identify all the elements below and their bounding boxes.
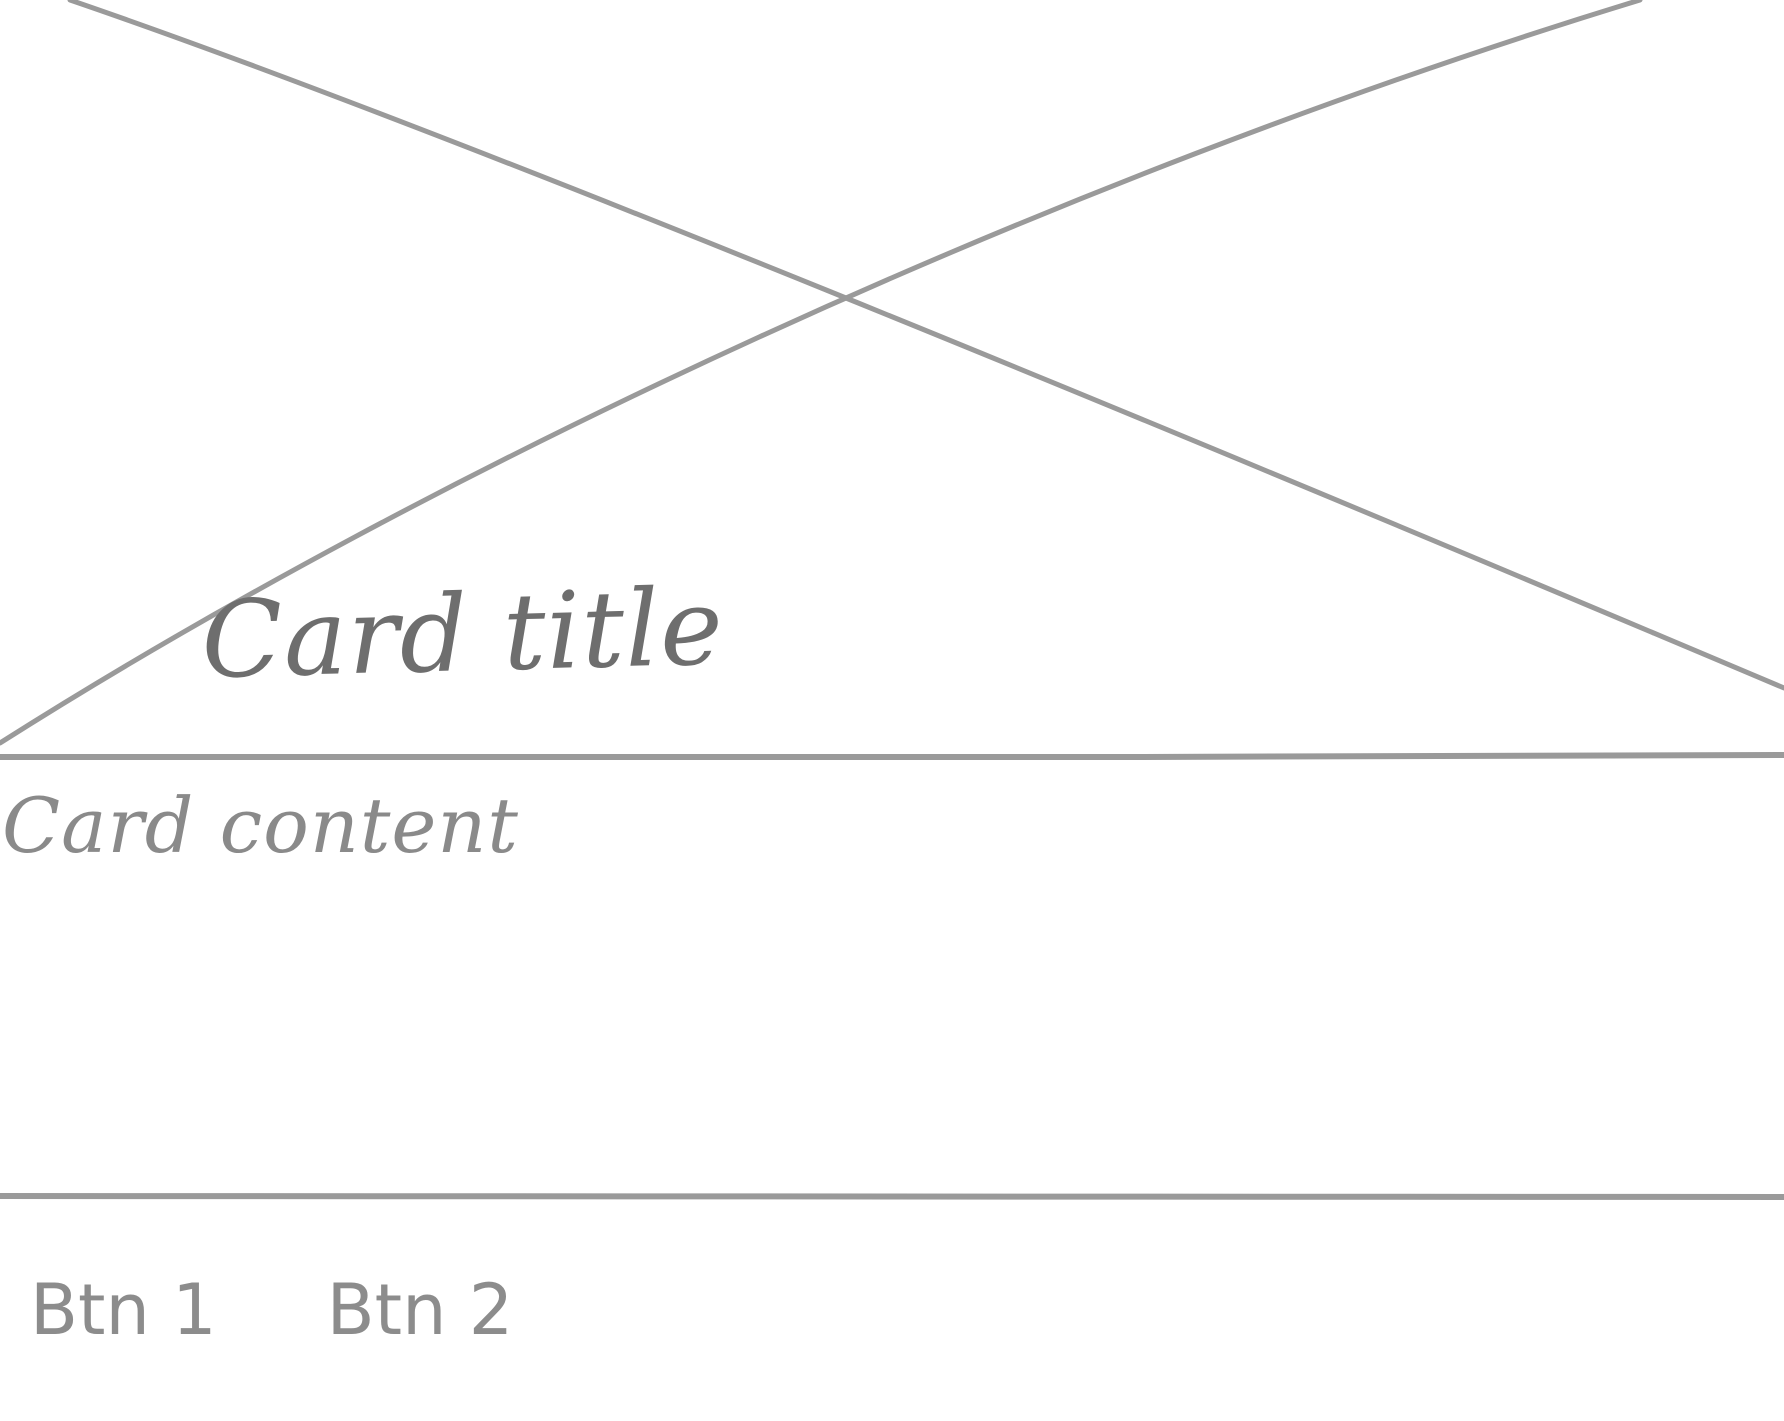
btn-2-button[interactable]: Btn 2 bbox=[326, 1269, 514, 1351]
card-title: Card title bbox=[199, 565, 726, 702]
card-actions: Btn 1 Btn 2 bbox=[30, 1255, 513, 1365]
image-placeholder-x-icon bbox=[0, 0, 1784, 746]
card-content: Card content bbox=[2, 788, 1702, 1168]
card-media-placeholder bbox=[0, 0, 1784, 746]
btn-1-button[interactable]: Btn 1 bbox=[30, 1269, 217, 1351]
card-content-text: Card content bbox=[2, 781, 519, 870]
